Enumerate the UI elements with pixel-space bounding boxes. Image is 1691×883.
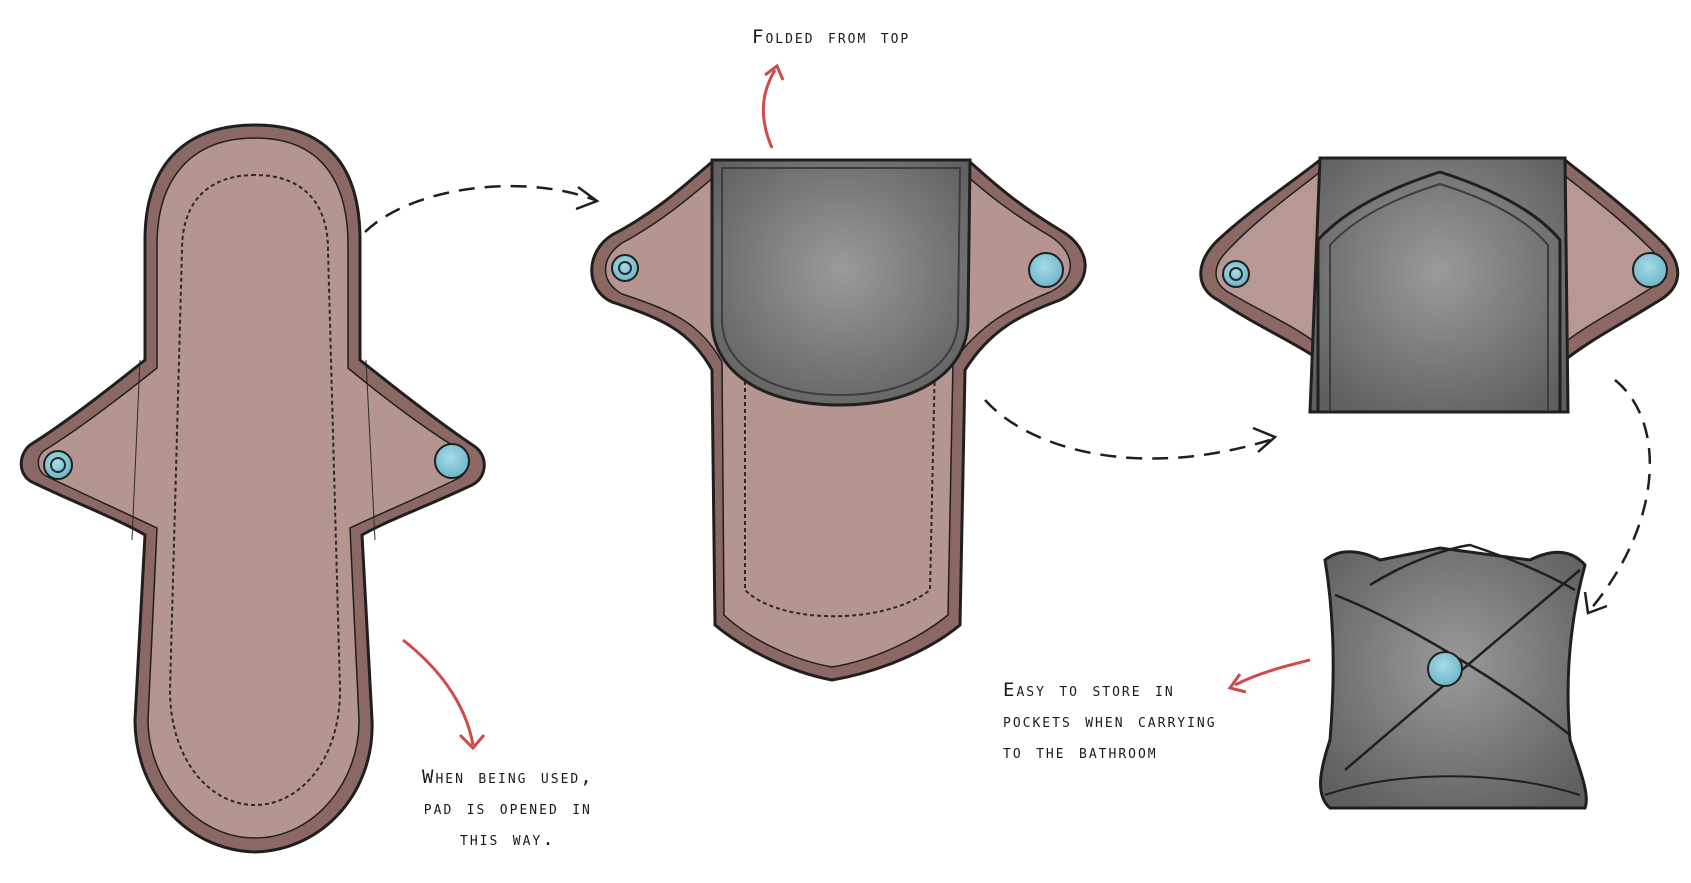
arrowhead-red: [458, 733, 486, 751]
store-caption-line: to the bathroom: [1003, 741, 1158, 763]
arrowhead-red: [764, 63, 785, 81]
rolled-pad-bottom-edge: [1324, 775, 1581, 796]
arrowhead: [1583, 591, 1608, 615]
rolled-pad-top-flap: [1369, 543, 1576, 592]
dashed-arrow-tucked-to-rolled: [1589, 379, 1652, 611]
store-caption-line: Easy to store in: [1003, 679, 1175, 701]
snap-button-icon: [43, 450, 73, 480]
snap-button-icon: [611, 254, 639, 282]
top-folded-pad: [590, 158, 1087, 682]
rolled-pad: [1319, 543, 1588, 810]
folded-felt-flap-binding: [721, 167, 962, 397]
tucked-pad-felt-body: [1308, 156, 1570, 414]
dashed-arrow-open-to-folded: [364, 184, 596, 233]
opened-caption-line: When being used,: [422, 766, 594, 788]
open-pad-fabric: [37, 137, 469, 839]
curved-arrow-icon: [402, 638, 475, 746]
snap-button-icon: [1222, 260, 1250, 288]
open-pad-wing-crease-right: [365, 359, 376, 541]
opened-caption-line: this way.: [460, 828, 556, 850]
snap-button-icon: [434, 443, 470, 479]
dashed-arrow-folded-to-tucked: [984, 399, 1271, 460]
tucked-pad: [1199, 156, 1680, 414]
folded-felt-flap: [710, 158, 972, 407]
opened-caption-line: pad is opened in: [423, 797, 592, 819]
folded-caption-line: Folded from top: [752, 26, 911, 48]
arrowhead: [1252, 426, 1278, 453]
folded-caption: Folded from top: [752, 22, 910, 53]
store-caption: Easy to store in pockets when carrying t…: [1003, 675, 1217, 768]
snap-button-icon: [1028, 252, 1064, 288]
open-pad-wing-crease-left: [131, 359, 141, 541]
curved-arrow-icon: [1234, 658, 1311, 687]
snap-button-icon: [1427, 651, 1463, 687]
curved-arrow-icon: [761, 69, 777, 149]
store-caption-line: pockets when carrying: [1003, 710, 1217, 732]
open-pad: [19, 123, 486, 854]
opened-caption: When being used, pad is opened in this w…: [422, 762, 594, 855]
arrowhead: [575, 185, 600, 211]
snap-button-icon: [1632, 252, 1668, 288]
top-folded-pad-core-stitching: [744, 359, 936, 618]
open-pad-core-stitching: [168, 173, 342, 807]
tucked-pad-folded-arch-binding: [1329, 182, 1549, 410]
tucked-pad-folded-arch: [1316, 170, 1562, 412]
arrowhead-red: [1227, 673, 1247, 694]
